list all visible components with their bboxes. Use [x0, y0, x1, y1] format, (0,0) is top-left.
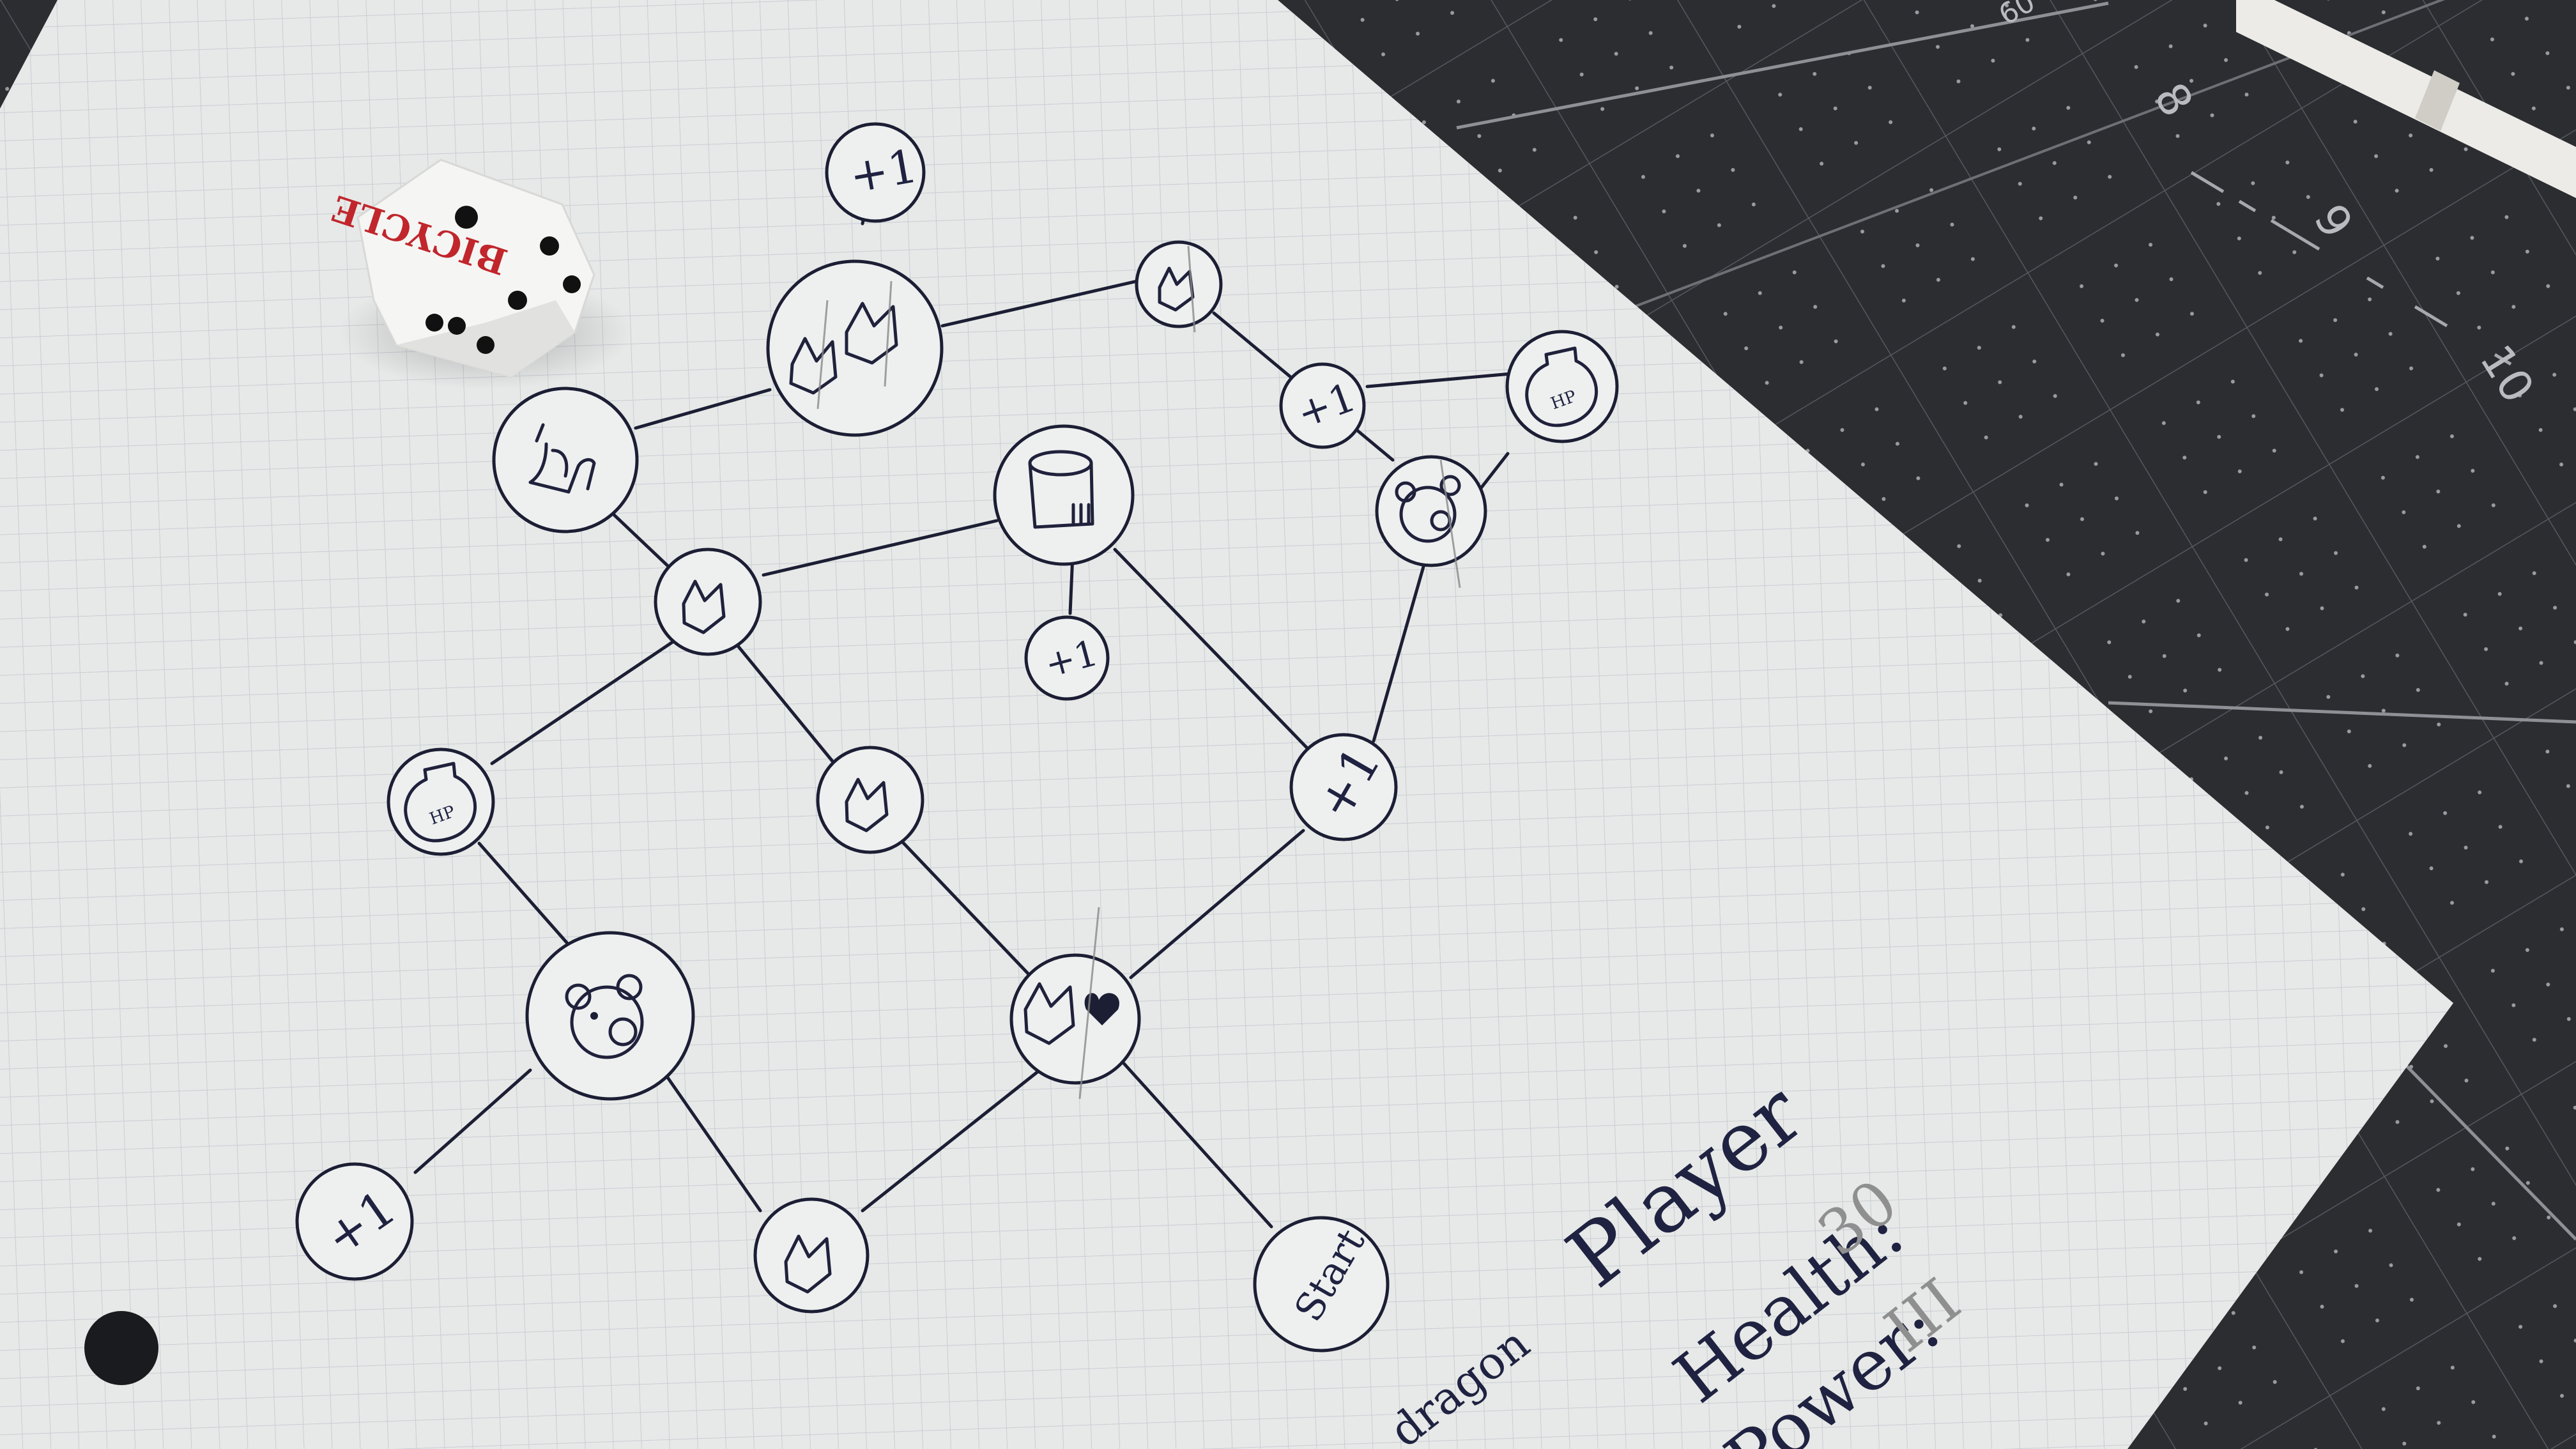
map-node-two-monsters — [766, 259, 944, 437]
pen — [2236, 0, 2576, 198]
map-node-bear-large — [525, 931, 695, 1101]
map-node-plus-small-mid: +1 — [1024, 615, 1110, 701]
svg-text:+1: +1 — [845, 139, 921, 203]
monster-face-icon — [784, 1234, 832, 1294]
map-nodes: +1 +1 HP — [295, 122, 1619, 1353]
map-node-plus-right-top: +1 — [1279, 362, 1366, 449]
monster-face-icon — [845, 778, 889, 832]
map-node-monster-mid — [654, 548, 762, 656]
map-node-plus-bottom-left: +1 — [295, 1162, 414, 1281]
two-monster-faces-icon — [789, 280, 898, 410]
map-node-potion-left: HP — [387, 747, 495, 856]
bear-face-icon — [565, 974, 644, 1059]
map-node-cup — [993, 424, 1135, 566]
map-node-start: Start — [1253, 1216, 1390, 1353]
map-node-plus-right-mid: +1 — [1289, 733, 1398, 841]
map-node-potion-top: HP — [1505, 330, 1619, 443]
map-node-monster-center — [816, 746, 924, 854]
dice: BICYCLE — [327, 158, 632, 390]
cup-icon — [1028, 450, 1094, 529]
map-node-monster-bottom — [753, 1197, 870, 1314]
map-edges — [413, 164, 1513, 1229]
ruler-ticks — [2190, 171, 2512, 366]
map-node-dragon — [492, 387, 639, 533]
map-node-bear-top — [1375, 455, 1487, 588]
monster-face-icon — [682, 579, 726, 634]
map-node-top-plus: +1 — [825, 122, 926, 223]
monster-face-with-heart-icon — [1023, 982, 1120, 1045]
map-node-monster-heart — [1009, 907, 1141, 1100]
map-node-small-monster-top — [1135, 240, 1223, 333]
binder-hole — [84, 1311, 158, 1385]
dragon-icon — [528, 423, 596, 494]
